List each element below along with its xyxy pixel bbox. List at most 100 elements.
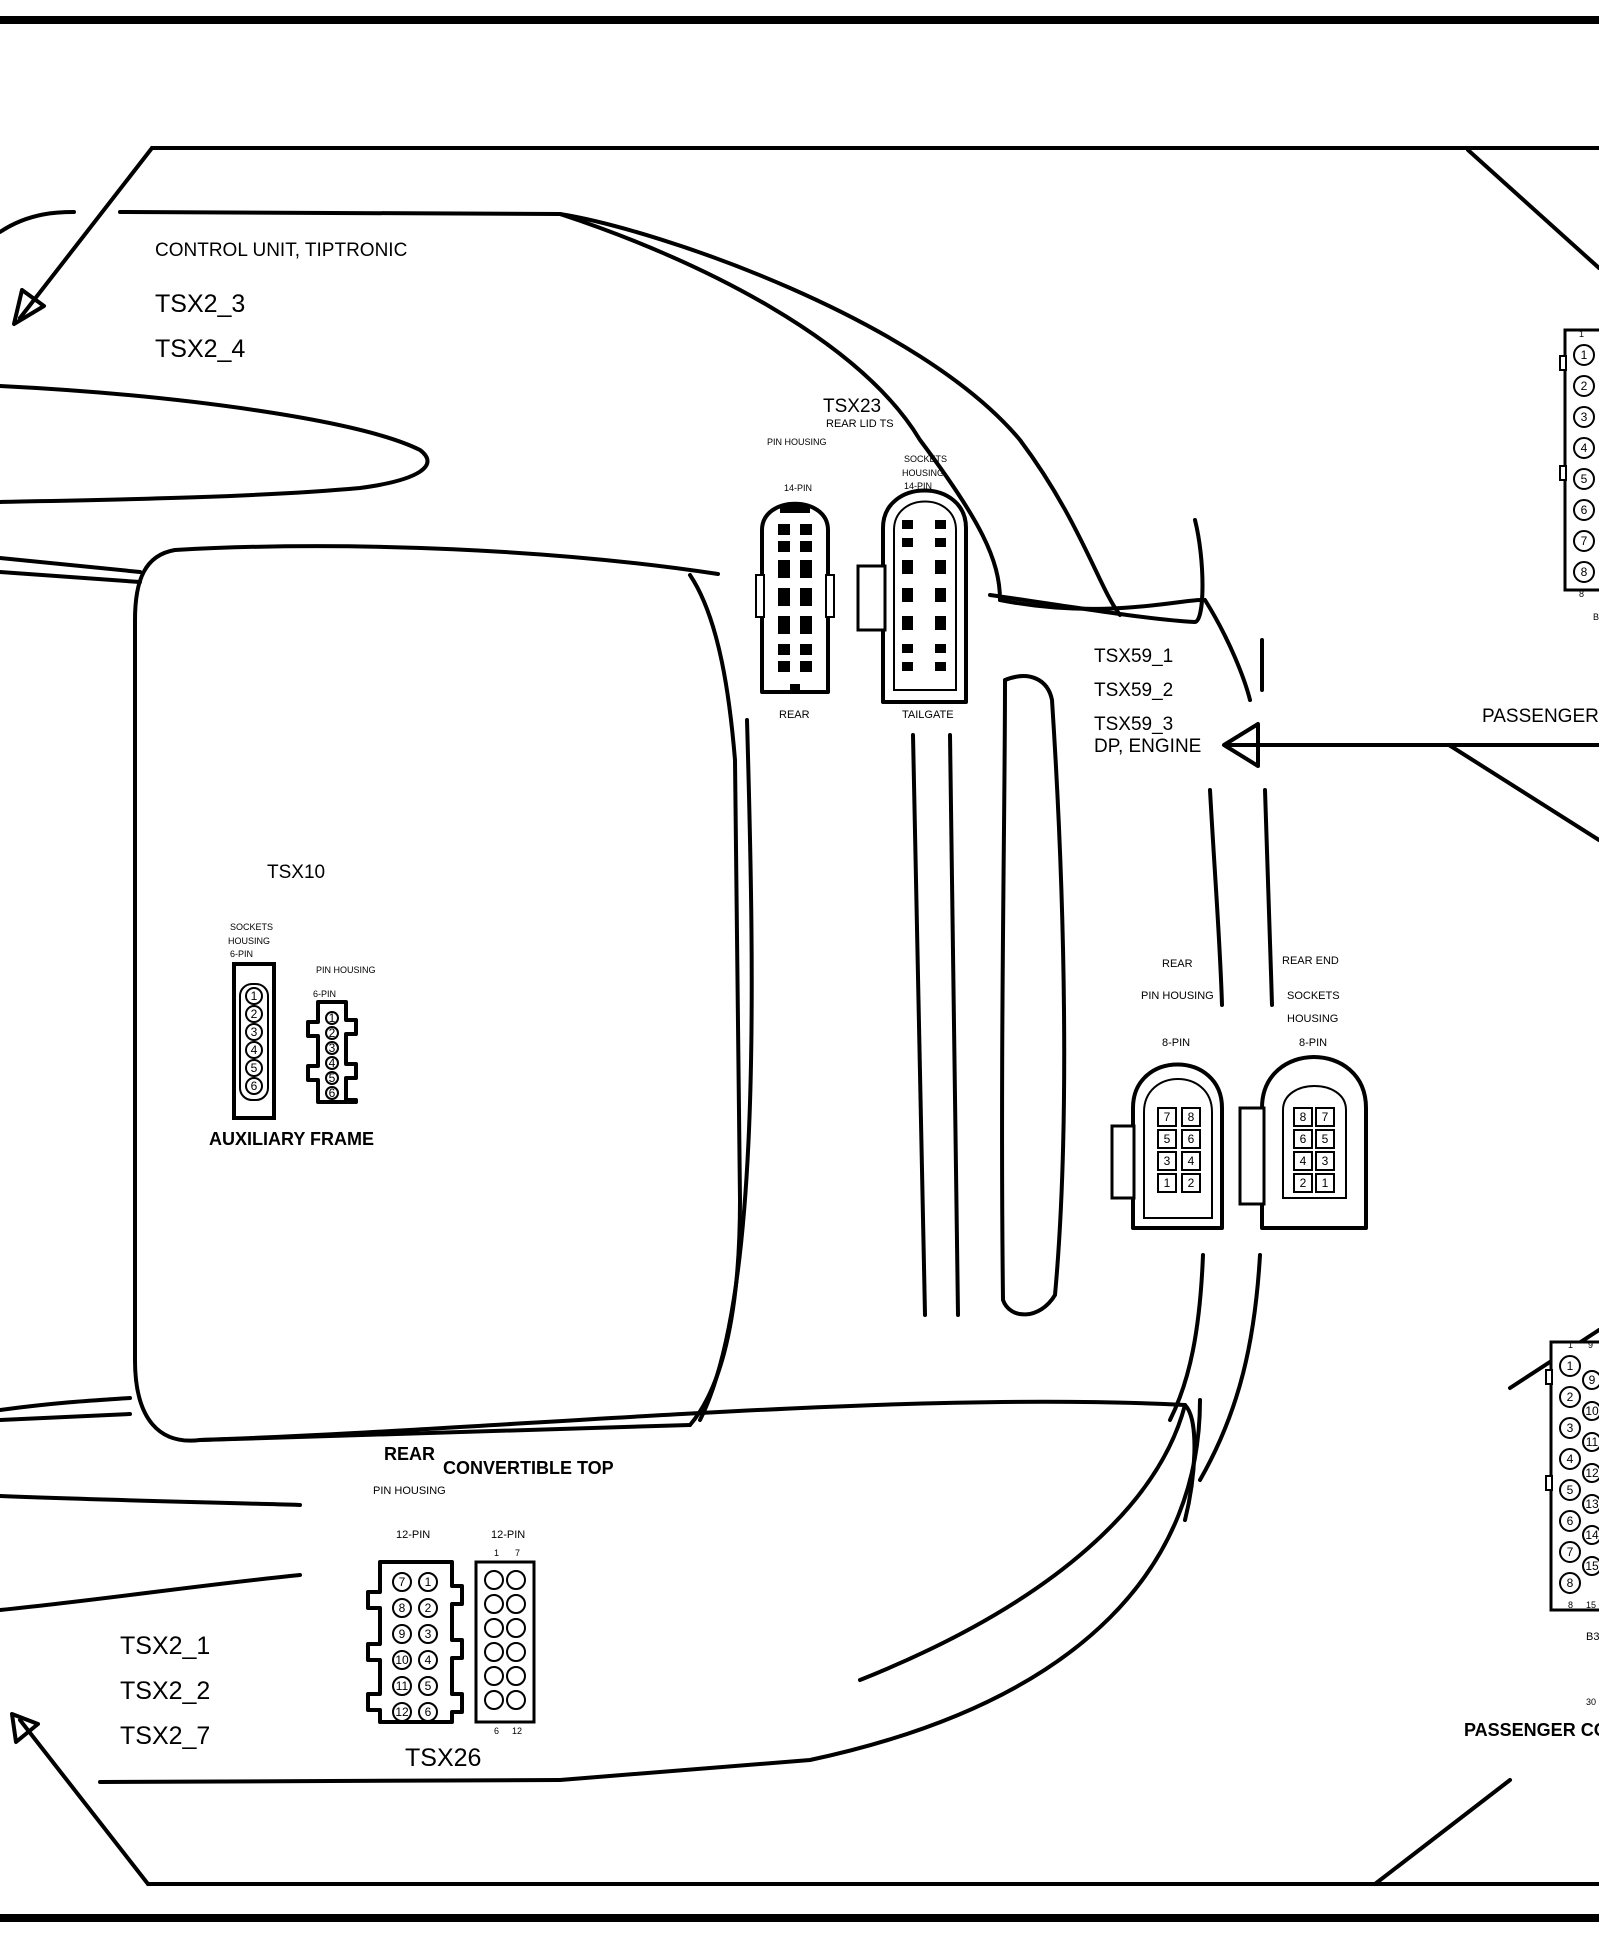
arrow-dp-engine (1222, 722, 1451, 768)
tsx10-sockets-label: SOCKETS (230, 922, 273, 932)
tsx59-2-label: TSX59_2 (1094, 680, 1173, 701)
right-top-pin: 5 (1573, 468, 1595, 490)
tsx26-socket-cell (506, 1570, 526, 1590)
svg-text:6: 6 (251, 1079, 258, 1093)
svg-text:7: 7 (1164, 1110, 1171, 1124)
svg-text:1: 1 (1322, 1176, 1329, 1190)
tsx10-socket-pin: 3 (245, 1023, 263, 1041)
right-bottom-pin: 7 (1559, 1541, 1581, 1563)
svg-text:5: 5 (1164, 1132, 1171, 1146)
svg-text:11: 11 (396, 1679, 409, 1693)
svg-text:13: 13 (1585, 1497, 1599, 1511)
tsx26-pin-cell: 2 (418, 1598, 438, 1618)
tsx26-socket-cell (484, 1594, 504, 1614)
right-bottom-pin: 1 (1559, 1355, 1581, 1377)
car-body-outline (0, 210, 1274, 1784)
svg-text:8: 8 (1567, 1576, 1574, 1590)
rear-pin-housing-label: PIN HOUSING (1141, 990, 1214, 1002)
tsx26-socket-top-7: 7 (515, 1548, 520, 1558)
svg-text:5: 5 (425, 1679, 432, 1693)
tsx26-pin-cell: 11 (392, 1676, 412, 1696)
top-border (0, 16, 1599, 24)
control-unit-label: CONTROL UNIT, TIPTRONIC (155, 240, 407, 261)
svg-text:7: 7 (399, 1575, 406, 1589)
svg-text:4: 4 (251, 1043, 258, 1057)
passenger-bottom-label: PASSENGER CO (1464, 1720, 1599, 1740)
svg-text:6: 6 (1567, 1514, 1574, 1528)
tsx2-2-label: TSX2_2 (120, 1677, 210, 1705)
svg-text:1: 1 (425, 1575, 432, 1589)
tsx59-pin-cell: 7 (1157, 1107, 1177, 1127)
tsx59-socket-cell: 8 (1293, 1107, 1313, 1127)
partial-b-label: B (1593, 612, 1599, 622)
tsx26-pin-cell: 10 (392, 1650, 412, 1670)
tsx2-4-label: TSX2_4 (155, 335, 245, 363)
tsx10-pin: 2 (325, 1026, 339, 1040)
svg-text:12: 12 (1585, 1466, 1599, 1480)
right-top-pin: 2 (1573, 375, 1595, 397)
svg-text:11: 11 (1586, 1435, 1599, 1449)
tsx26-pin-cell: 6 (418, 1702, 438, 1722)
tsx10-label: TSX10 (267, 862, 325, 883)
tsx26-socket-cell (484, 1666, 504, 1686)
right-bottom-pin: 6 (1559, 1510, 1581, 1532)
svg-text:1: 1 (329, 1011, 336, 1025)
right-bottom-pin: 9 (1582, 1370, 1599, 1390)
svg-text:5: 5 (1567, 1483, 1574, 1497)
right-top-col-bottom: 8 (1579, 589, 1584, 599)
tsx59-3-label: TSX59_3 (1094, 714, 1173, 735)
tsx26-socket-bottom-12: 12 (512, 1726, 522, 1736)
rear-end-pin-count-label: 8-PIN (1299, 1037, 1327, 1049)
tsx10-pin-housing-label: PIN HOUSING (316, 965, 376, 975)
tsx26-socket-cell (484, 1618, 504, 1638)
tsx10-socket-pin: 5 (245, 1059, 263, 1077)
b3-label: B3 (1586, 1631, 1599, 1643)
tsx26-pin-housing-label: PIN HOUSING (373, 1485, 446, 1497)
svg-text:3: 3 (1581, 410, 1588, 424)
partial-30-label: 30 (1586, 1697, 1596, 1707)
right-bottom-col-top-9: 9 (1588, 1340, 1593, 1350)
bottom-border (0, 1914, 1599, 1922)
svg-text:4: 4 (1581, 441, 1588, 455)
auxiliary-frame-label: AUXILIARY FRAME (209, 1129, 374, 1149)
tsx26-pin-count-left-label: 12-PIN (396, 1529, 430, 1541)
tsx10-socket-pin: 1 (245, 987, 263, 1005)
svg-text:8: 8 (1581, 565, 1588, 579)
outer-frame (146, 146, 1599, 1886)
tsx23-socket-connector (856, 488, 968, 704)
tsx23-pin-connector (755, 501, 835, 694)
svg-text:9: 9 (1589, 1373, 1596, 1387)
right-top-pin: 1 (1573, 344, 1595, 366)
tsx26-pin-cell: 4 (418, 1650, 438, 1670)
svg-text:10: 10 (1585, 1404, 1599, 1418)
tsx26-pin-cell: 8 (392, 1598, 412, 1618)
svg-text:3: 3 (1567, 1421, 1574, 1435)
svg-text:7: 7 (1567, 1545, 1574, 1559)
tsx59-pin-cell: 6 (1181, 1129, 1201, 1149)
tsx26-socket-cell (484, 1570, 504, 1590)
svg-text:2: 2 (329, 1026, 336, 1040)
right-bottom-pin: 11 (1582, 1432, 1599, 1452)
svg-text:2: 2 (251, 1007, 258, 1021)
svg-text:3: 3 (1164, 1154, 1171, 1168)
svg-text:12: 12 (395, 1705, 409, 1719)
tsx23-tailgate-label: TAILGATE (902, 709, 954, 721)
tsx23-sockets-label: SOCKETS (904, 454, 947, 464)
tsx10-socket-pin: 6 (245, 1077, 263, 1095)
svg-text:5: 5 (251, 1061, 258, 1075)
right-bottom-pin: 8 (1559, 1572, 1581, 1594)
tsx10-pin: 4 (325, 1056, 339, 1070)
tsx23-housing-label: HOUSING (902, 468, 944, 478)
svg-text:15: 15 (1585, 1559, 1599, 1573)
svg-text:5: 5 (1581, 472, 1588, 486)
svg-text:5: 5 (1322, 1132, 1329, 1146)
tsx26-pin-cell: 7 (392, 1572, 412, 1592)
tsx26-pin-cell: 1 (418, 1572, 438, 1592)
tsx59-socket-cell: 1 (1315, 1173, 1335, 1193)
tsx26-socket-cell (506, 1690, 526, 1710)
rear-pin-count-label: 8-PIN (1162, 1037, 1190, 1049)
